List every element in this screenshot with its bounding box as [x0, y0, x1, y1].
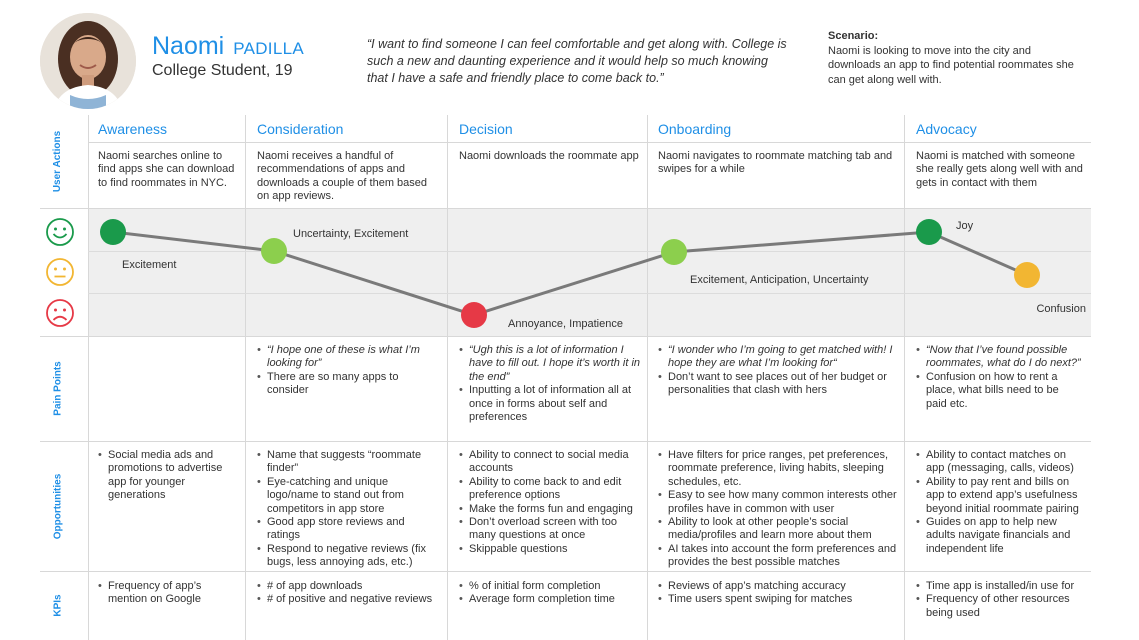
emotion-label: Annoyance, Impatience — [508, 318, 623, 330]
kpis-advocacy: Time app is installed/in use for Frequen… — [916, 580, 1086, 620]
scenario-text: Naomi is looking to move into the city a… — [828, 44, 1074, 86]
kpi-item: # of positive and negative reviews — [257, 593, 442, 607]
persona-last-name: PADILLA — [233, 39, 304, 58]
pain-points-decision: “Ugh this is a lot of information I have… — [459, 344, 641, 424]
emotion-point — [916, 219, 942, 245]
opportunity-item: Guides on app to help new adults navigat… — [916, 516, 1086, 556]
pain-points-advocacy: “Now that I’ve found possible roommates,… — [916, 344, 1081, 411]
persona-name: Naomi PADILLA — [152, 32, 304, 63]
opportunity-item: Ability to contact matches on app (messa… — [916, 449, 1086, 476]
stage-title-decision: Decision — [459, 121, 513, 137]
opportunity-item: Make the forms fun and engaging — [459, 503, 641, 517]
emotion-label: Excitement, Anticipation, Uncertainty — [690, 274, 869, 286]
opportunity-item: Skippable questions — [459, 543, 641, 557]
kpi-item: Reviews of app’s matching accuracy — [658, 580, 898, 594]
pain-points-consideration: “I hope one of these is what I’m looking… — [257, 344, 437, 398]
stage-title-awareness: Awareness — [98, 121, 168, 137]
opportunity-item: Ability to pay rent and bills on app to … — [916, 476, 1086, 516]
kpi-item: Frequency of other resources being used — [916, 593, 1086, 620]
emotion-label: Confusion — [1036, 303, 1086, 315]
pain-point-item: “I wonder who I’m going to get matched w… — [658, 344, 898, 371]
pain-point-item: There are so many apps to consider — [257, 371, 437, 398]
pain-point-item: Don’t want to see places out of her budg… — [658, 371, 898, 398]
persona-header: Naomi PADILLA College Student, 19 “I wan… — [0, 0, 1139, 115]
action-decision: Naomi downloads the roommate app — [459, 150, 639, 162]
kpi-item: # of app downloads — [257, 580, 442, 594]
opportunity-item: Name that suggests “roommate finder” — [257, 449, 439, 476]
kpi-item: Average form completion time — [459, 593, 641, 607]
opportunity-item: Ability to look at other people’s social… — [658, 516, 900, 543]
action-onboarding: Naomi navigates to roommate matching tab… — [658, 150, 893, 176]
happy-face-icon — [46, 218, 74, 246]
opportunity-item: Social media ads and promotions to adver… — [98, 449, 238, 503]
kpi-item: Time users spent swiping for matches — [658, 593, 898, 607]
opportunity-item: AI takes into account the form preferenc… — [658, 543, 900, 570]
emotion-point — [1014, 262, 1040, 288]
emotion-point — [661, 239, 687, 265]
pain-point-item: Confusion on how to rent a place, what b… — [916, 371, 1081, 411]
emotion-point — [461, 302, 487, 328]
action-consideration: Naomi receives a handful of recommendati… — [257, 150, 428, 203]
opportunity-item: Good app store reviews and ratings — [257, 516, 439, 543]
emotion-label: Uncertainty, Excitement — [293, 228, 408, 240]
scenario-block: Scenario: Naomi is looking to move into … — [828, 29, 1078, 87]
opportunity-item: Ability to come back to and edit prefere… — [459, 476, 641, 503]
opportunity-item: Easy to see how many common interests ot… — [658, 489, 900, 516]
opportunity-item: Eye-catching and unique logo/name to sta… — [257, 476, 439, 516]
pain-point-item: “Ugh this is a lot of information I have… — [459, 344, 641, 384]
action-awareness: Naomi searches online to find apps she c… — [98, 150, 235, 189]
sad-face-icon — [46, 299, 74, 327]
kpis-consideration: # of app downloads # of positive and neg… — [257, 580, 442, 607]
persona-avatar — [40, 13, 136, 109]
opportunities-decision: Ability to connect to social media accou… — [459, 449, 641, 557]
stage-title-consideration: Consideration — [257, 121, 344, 137]
stage-title-advocacy: Advocacy — [916, 121, 977, 137]
opportunities-advocacy: Ability to contact matches on app (messa… — [916, 449, 1086, 556]
opportunities-awareness: Social media ads and promotions to adver… — [98, 449, 238, 503]
emotion-point — [261, 238, 287, 264]
pain-point-item: “Now that I’ve found possible roommates,… — [916, 344, 1081, 371]
opportunity-item: Ability to connect to social media accou… — [459, 449, 641, 476]
stage-title-onboarding: Onboarding — [658, 121, 732, 137]
kpi-item: Time app is installed/in use for — [916, 580, 1086, 594]
persona-first-name: Naomi — [152, 32, 225, 60]
persona-quote: “I want to find someone I can feel comfo… — [367, 37, 787, 85]
kpi-item: % of initial form completion — [459, 580, 641, 594]
emotion-label: Excitement — [122, 259, 176, 271]
kpis-decision: % of initial form completion Average for… — [459, 580, 641, 607]
kpis-awareness: Frequency of app’s mention on Google — [98, 580, 238, 607]
persona-role: College Student, 19 — [152, 62, 293, 79]
opportunities-onboarding: Have filters for price ranges, pet prefe… — [658, 449, 900, 570]
kpis-onboarding: Reviews of app’s matching accuracy Time … — [658, 580, 898, 607]
emotion-curve-line — [112, 230, 1028, 317]
emotion-label: Joy — [956, 220, 974, 232]
opportunity-item: Respond to negative reviews (fix bugs, l… — [257, 543, 439, 570]
opportunities-consideration: Name that suggests “roommate finder” Eye… — [257, 449, 439, 570]
pain-point-item: “I hope one of these is what I’m looking… — [257, 344, 437, 371]
scenario-title: Scenario: — [828, 30, 879, 42]
opportunity-item: Don’t overload screen with too many ques… — [459, 516, 641, 543]
action-advocacy: Naomi is matched with someone she really… — [916, 150, 1083, 189]
neutral-face-icon — [46, 258, 74, 286]
opportunity-item: Have filters for price ranges, pet prefe… — [658, 449, 900, 489]
emotion-point — [100, 219, 126, 245]
pain-points-onboarding: “I wonder who I’m going to get matched w… — [658, 344, 898, 398]
kpi-item: Frequency of app’s mention on Google — [98, 580, 238, 607]
pain-point-item: Inputting a lot of information all at on… — [459, 384, 641, 424]
